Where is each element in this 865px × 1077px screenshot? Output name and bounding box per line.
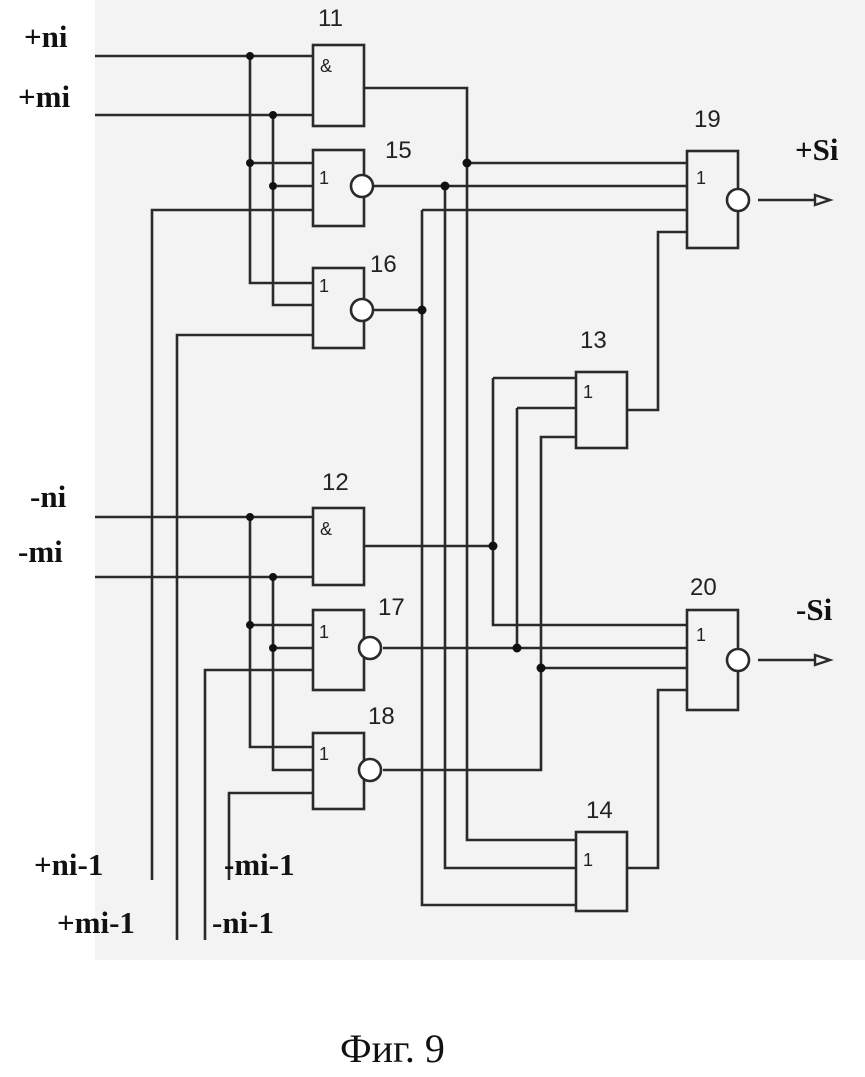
wire-plus-mi-1 xyxy=(175,333,313,940)
gate-12-and xyxy=(311,506,366,587)
wire-18-out xyxy=(383,435,576,772)
gate-17-number: 17 xyxy=(378,594,405,621)
gate-16-number: 16 xyxy=(370,251,397,278)
label-minus-ni-1: -ni-1 xyxy=(212,905,274,940)
wires xyxy=(95,54,815,940)
gate-14-number: 14 xyxy=(586,797,613,824)
junction-dot xyxy=(246,621,254,629)
gate-19-inverter-bubble xyxy=(725,187,751,213)
gate-11-number: 11 xyxy=(318,5,343,32)
gate-20-symbol: 1 xyxy=(696,625,706,645)
wire-12-to-20 xyxy=(491,378,687,627)
wire-minus-mi-tap xyxy=(271,577,313,772)
label-minus-mi: -mi xyxy=(18,534,63,569)
wire-16-bus xyxy=(420,210,576,907)
junction-dot xyxy=(246,513,254,521)
figure-caption: Фиг. 9 xyxy=(340,1026,445,1071)
wire-11-out xyxy=(364,86,576,842)
junction-dot xyxy=(269,111,277,119)
wire-15-to-14 xyxy=(443,186,576,870)
junction-dot xyxy=(536,663,546,673)
gate-18-number: 18 xyxy=(368,703,395,730)
junction-dot xyxy=(488,541,498,551)
gate-15-symbol: 1 xyxy=(319,168,329,188)
label-plus-si: +Si xyxy=(795,132,839,167)
gate-15-number: 15 xyxy=(385,137,412,164)
gate-17-symbol: 1 xyxy=(319,622,329,642)
gates xyxy=(311,43,751,913)
wire-minus-mi-1 xyxy=(227,791,313,880)
gate-13-number: 13 xyxy=(580,327,607,354)
wire-14-to-20 xyxy=(627,688,687,870)
gate-19-symbol: 1 xyxy=(696,168,706,188)
junction-dot xyxy=(440,181,450,191)
gate-13-or xyxy=(574,370,629,450)
arrow-minus-si-icon xyxy=(813,653,834,667)
gate-17-inverter-bubble xyxy=(357,635,383,661)
junction-dot xyxy=(246,159,254,167)
label-minus-si: -Si xyxy=(796,592,833,627)
junction-dot xyxy=(246,52,254,60)
gate-18-symbol: 1 xyxy=(319,744,329,764)
gate-16-inverter-bubble xyxy=(349,297,375,323)
gate-15-inverter-bubble xyxy=(349,173,375,199)
gate-11-and xyxy=(311,43,366,128)
wire-minus-ni-1 xyxy=(203,668,313,940)
gate-13-symbol: 1 xyxy=(583,382,593,402)
junction-dot xyxy=(462,158,472,168)
figure-background xyxy=(95,0,865,960)
gate-11-symbol: & xyxy=(320,56,332,76)
label-plus-mi: +mi xyxy=(18,79,70,114)
label-plus-mi-1: +mi-1 xyxy=(57,905,135,940)
gate-20-inverter-bubble xyxy=(725,647,751,673)
junctions xyxy=(246,52,546,673)
output-arrows xyxy=(813,193,834,667)
gate-19-number: 19 xyxy=(694,106,721,133)
junction-dot xyxy=(512,643,522,653)
wire-13-to-19 xyxy=(627,230,687,412)
label-minus-mi-1: -mi-1 xyxy=(224,847,295,882)
wire-plus-mi-tap xyxy=(271,115,313,307)
label-minus-ni: -ni xyxy=(30,479,67,514)
junction-dot xyxy=(269,182,277,190)
gate-14-symbol: 1 xyxy=(583,850,593,870)
gate-18-inverter-bubble xyxy=(357,757,383,783)
gate-12-symbol: & xyxy=(320,519,332,539)
wire-minus-ni-tap xyxy=(248,517,313,749)
gate-17-nor xyxy=(311,608,366,692)
gate-14-or xyxy=(574,830,629,913)
junction-dot xyxy=(269,644,277,652)
gate-18-nor xyxy=(311,731,366,811)
gate-12-number: 12 xyxy=(322,469,349,496)
label-plus-ni-1: +ni-1 xyxy=(34,847,103,882)
label-plus-ni: +ni xyxy=(24,19,68,54)
arrow-plus-si-icon xyxy=(813,193,834,207)
wire-plus-ni-tap xyxy=(248,56,313,285)
wire-plus-ni-1 xyxy=(150,208,313,880)
junction-dot xyxy=(417,305,427,315)
gate-16-symbol: 1 xyxy=(319,276,329,296)
junction-dot xyxy=(269,573,277,581)
gate-20-number: 20 xyxy=(690,574,717,601)
